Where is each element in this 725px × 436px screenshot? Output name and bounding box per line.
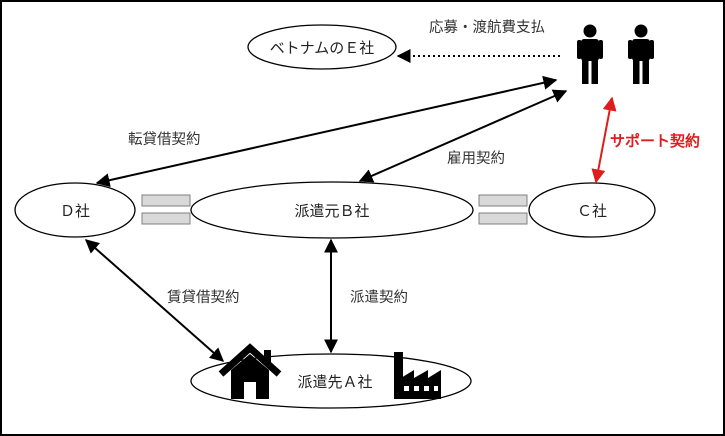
node-label-d: Ｄ社	[60, 202, 90, 220]
people-icon	[577, 24, 654, 84]
factory-icon	[394, 352, 441, 399]
arrow-support	[591, 96, 617, 184]
edge-label-employment: 雇用契約	[447, 150, 505, 167]
arrow-employment	[358, 89, 568, 183]
node-d-company	[14, 182, 136, 238]
node-label-b: 派遣元Ｂ社	[294, 202, 369, 220]
house-icon	[218, 343, 282, 399]
edge-label-application: 応募・渡航費支払	[429, 19, 545, 36]
arrow-lease	[84, 239, 225, 362]
node-e-company	[247, 24, 397, 70]
edge-label-lease: 賃貸借契約	[167, 289, 240, 306]
equal-bars-b-c	[478, 194, 528, 225]
node-label-e: ベトナムのＥ社	[270, 39, 375, 57]
edge-label-dispatch: 派遣契約	[350, 289, 408, 306]
equal-bars-d-b	[141, 194, 191, 225]
edge-label-sublease: 転貸借契約	[128, 131, 201, 148]
node-label-c: Ｃ社	[577, 202, 607, 220]
node-label-a: 派遣先Ａ社	[297, 373, 372, 391]
edge-label-support: サポート契約	[610, 132, 700, 150]
